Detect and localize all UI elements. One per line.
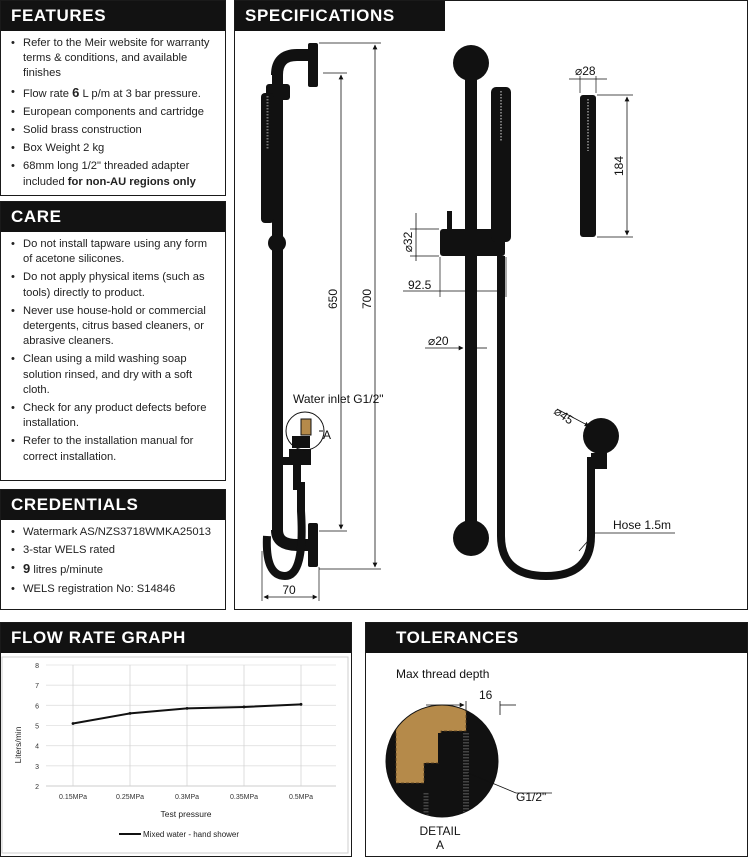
data-point — [128, 712, 132, 715]
x-tick-label: 0.5MPa — [289, 794, 313, 801]
dim-20-text: ⌀20 — [428, 334, 449, 348]
features-title: FEATURES — [1, 1, 225, 31]
chart-frame — [1, 656, 349, 854]
credential-item: 9 litres p/minute — [11, 561, 217, 578]
feature-item-text: 68mm long 1/2" threaded adapter included — [23, 160, 190, 188]
specifications-drawing: Water inlet G1/2" A 650 700 70 — [261, 42, 675, 601]
flow-rate-chart: 2 3 4 5 6 7 8 0.15MPa 0.25MPa 0.3MPa 0.35MPa 0.5MPa… — [1, 656, 349, 854]
care-item: Clean using a mild washing soap solution… — [11, 352, 217, 398]
care-item: Check for any product defects before ins… — [11, 401, 217, 431]
hose-callout: Hose 1.5m — [578, 518, 675, 552]
tolerances-title: TOLERANCES — [366, 623, 747, 653]
care-item: Do not apply physical items (such as too… — [11, 270, 217, 300]
depth-value: 16 — [479, 688, 493, 702]
flow-rate-graph-panel: FLOW RATE GRAPH 2 3 4 5 6 7 8 0.15MPa 0.25MPa 0.3… — [0, 622, 352, 857]
dimension-28: ⌀28 — [569, 64, 607, 93]
feature-item: Box Weight 2 kg — [11, 141, 217, 156]
care-item: Refer to the installation manual for cor… — [11, 434, 217, 464]
dimension-184: 184 — [597, 94, 633, 238]
data-point — [185, 706, 189, 710]
feature-item-bold: 6 — [72, 84, 80, 100]
detail-label-line1: DETAIL — [419, 824, 460, 838]
legend-label: Mixed water - hand shower — [143, 830, 239, 839]
y-tick-label: 4 — [35, 744, 39, 751]
dimension-70: 70 — [261, 551, 320, 601]
feature-item-text: L p/m at 3 bar pressure. — [79, 87, 201, 100]
front-view-rail — [261, 43, 325, 581]
dimension-45: ⌀45 — [551, 404, 590, 427]
data-point — [299, 702, 303, 706]
care-item: Do not install tapware using any form of… — [11, 237, 217, 267]
thread-label: G1/2" — [516, 790, 546, 804]
x-tick-label: 0.15MPa — [59, 794, 87, 801]
tolerances-drawing: Max thread depth 16 G1/2" DETAIL A — [385, 667, 552, 852]
care-item: Never use house-hold or commercial deter… — [11, 304, 217, 350]
feature-item: European components and cartridge — [11, 105, 217, 120]
dimension-650: 650 — [319, 72, 347, 532]
x-axis-label: Test pressure — [160, 809, 211, 819]
x-tick-label: 0.25MPa — [116, 794, 144, 801]
feature-item-text: Flow rate — [23, 87, 73, 100]
features-panel: FEATURES Refer to the Meir website for w… — [0, 0, 226, 196]
credential-item: Watermark AS/NZS3718WMKA25013 — [11, 525, 217, 540]
data-point — [242, 705, 246, 709]
detail-callout-label: A — [323, 428, 331, 442]
y-axis-label: Liters/min — [13, 726, 23, 763]
dim-184-text: 184 — [612, 156, 626, 176]
credential-item-text: litres p/minute — [30, 564, 103, 577]
care-list: Do not install tapware using any form of… — [1, 232, 225, 465]
handshower-detail-view — [580, 95, 596, 237]
water-inlet-label: Water inlet G1/2" — [293, 392, 384, 406]
care-title: CARE — [1, 202, 225, 232]
dim-70-text: 70 — [282, 583, 296, 597]
feature-item: Refer to the Meir website for warranty t… — [11, 36, 217, 82]
y-tick-label: 8 — [35, 663, 39, 670]
credentials-list: Watermark AS/NZS3718WMKA25013 3-star WELS… — [1, 520, 225, 597]
data-point — [71, 722, 75, 725]
specifications-panel: SPECIFICATIONS — [234, 0, 748, 610]
feature-item-bold: for non-AU regions only — [67, 175, 196, 188]
y-tick-label: 7 — [35, 683, 39, 690]
dim-92-5-text: 92.5 — [408, 278, 432, 292]
features-list: Refer to the Meir website for warranty t… — [1, 31, 225, 190]
dimension-700: 700 — [319, 42, 381, 570]
side-view-rail — [440, 45, 619, 581]
y-tick-label: 6 — [35, 703, 39, 710]
hose-label: Hose 1.5m — [613, 518, 671, 532]
credential-item: WELS registration No: S14846 — [11, 582, 217, 597]
max-thread-depth-label: Max thread depth — [396, 667, 489, 681]
credential-item: 3-star WELS rated — [11, 543, 217, 558]
specifications-title: SPECIFICATIONS — [235, 1, 445, 31]
dimension-32: ⌀32 — [401, 213, 439, 261]
y-tick-label: 5 — [35, 724, 39, 731]
dimension-92-5: 92.5 — [403, 257, 507, 297]
y-tick-label: 3 — [35, 764, 39, 771]
feature-item: 68mm long 1/2" threaded adapter included… — [11, 159, 217, 189]
thread-detail-view — [385, 704, 499, 818]
x-tick-label: 0.35MPa — [230, 794, 258, 801]
detail-label-line2: A — [436, 838, 444, 852]
x-tick-label: 0.3MPa — [175, 794, 199, 801]
credential-item-bold: 9 — [23, 561, 31, 577]
y-tick-label: 2 — [35, 784, 39, 791]
care-panel: CARE Do not install tapware using any fo… — [0, 201, 226, 481]
dim-28-text: ⌀28 — [575, 64, 596, 78]
dimension-20: ⌀20 — [425, 334, 487, 351]
tolerances-panel: TOLERANCES Max thread depth 16 G1/2" DET… — [365, 622, 748, 857]
feature-item: Flow rate 6 L p/m at 3 bar pressure. — [11, 85, 217, 102]
flow-rate-graph-title: FLOW RATE GRAPH — [1, 623, 351, 653]
dim-700-text: 700 — [360, 289, 374, 309]
credentials-title: CREDENTIALS — [1, 490, 225, 520]
dim-45-text: ⌀45 — [551, 404, 576, 427]
credentials-panel: CREDENTIALS Watermark AS/NZS3718WMKA2501… — [0, 489, 226, 610]
feature-item: Solid brass construction — [11, 123, 217, 138]
dim-650-text: 650 — [326, 289, 340, 309]
dim-32-text: ⌀32 — [401, 231, 415, 252]
